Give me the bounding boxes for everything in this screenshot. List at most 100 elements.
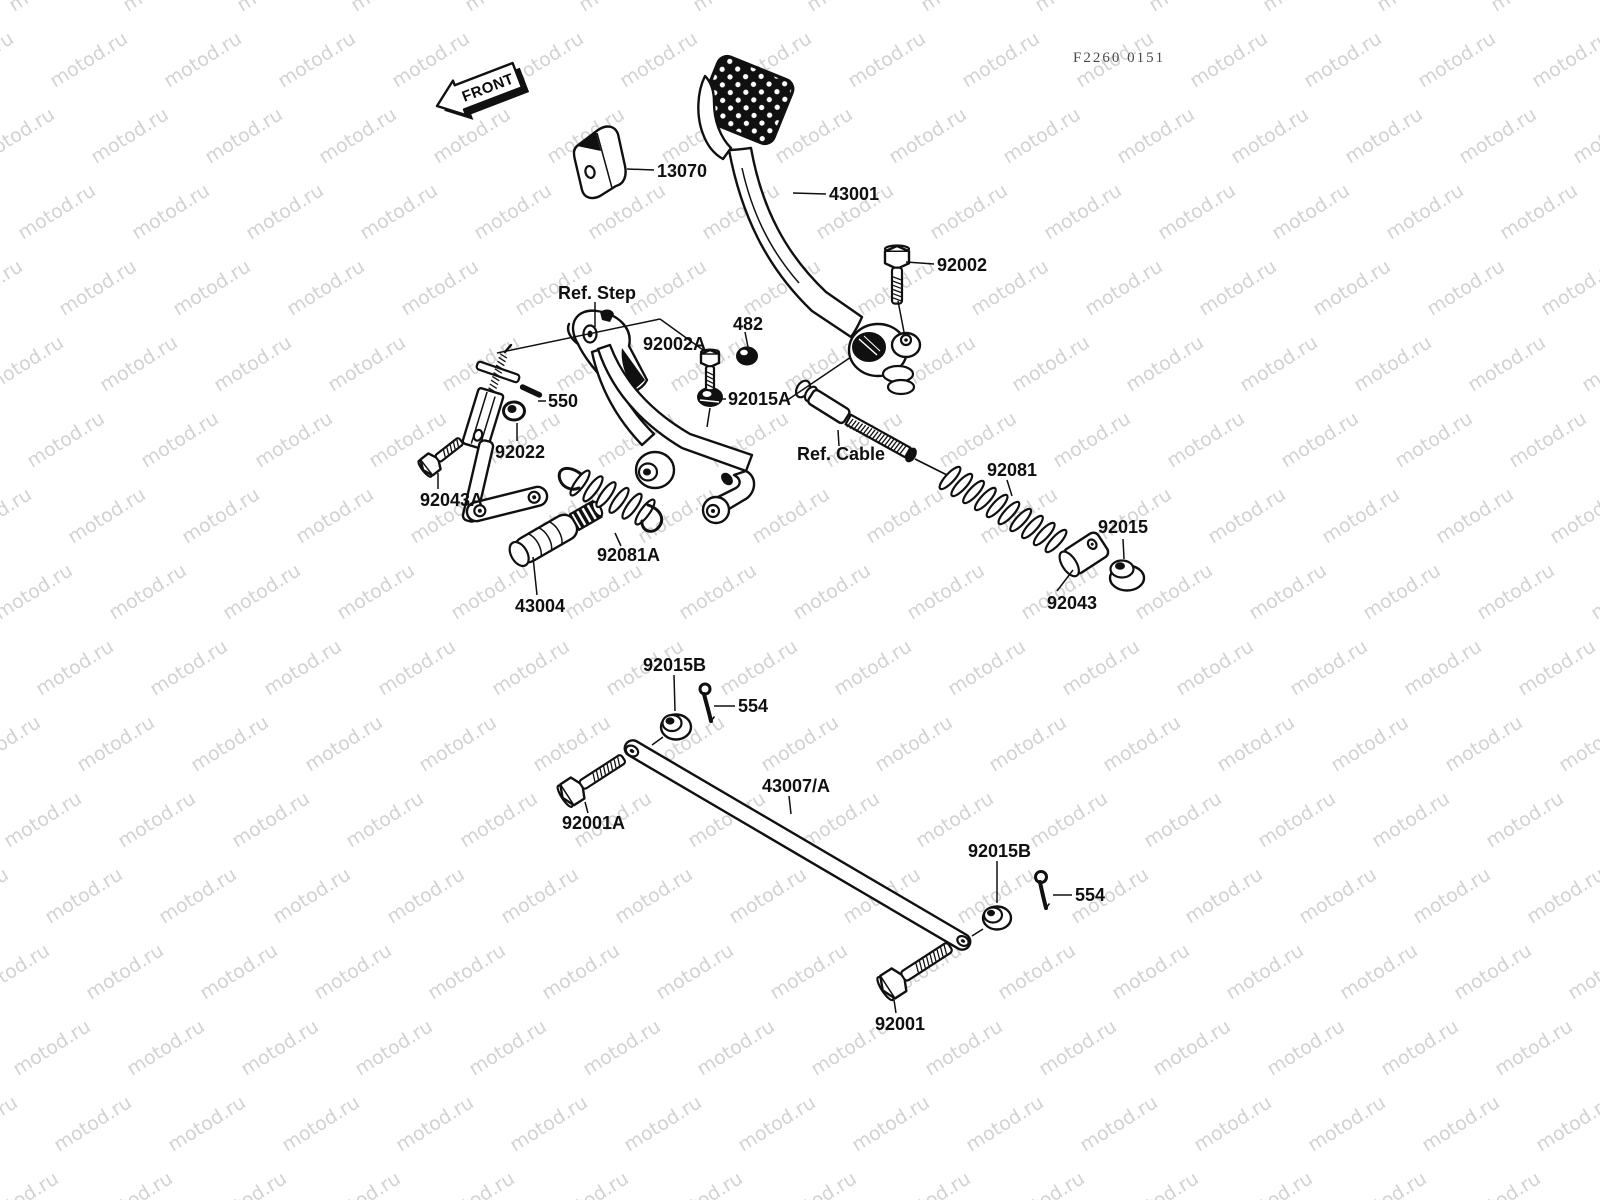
watermark-text: motod.ru [625, 255, 711, 320]
watermark-text: motod.ru [757, 711, 843, 776]
watermark-text: motod.ru [1017, 559, 1103, 624]
watermark-text: motod.ru [1035, 1015, 1121, 1080]
watermark-text: motod.ru [766, 939, 852, 1004]
watermark-text: motod.ru [1304, 1091, 1390, 1156]
watermark-text: motod.ru [547, 1167, 633, 1200]
bolt-92043a [417, 437, 464, 478]
watermark-text: motod.ru [1555, 711, 1600, 776]
watermark-text: motod.ru [1254, 787, 1340, 852]
watermark-text: motod.ru [1190, 1091, 1276, 1156]
watermark-text: motod.ru [921, 1015, 1007, 1080]
watermark-text: motod.ru [1505, 407, 1591, 472]
watermark-text: motod.ru [885, 103, 971, 168]
watermark-text: motod.ru [1391, 407, 1477, 472]
watermark-text: motod.ru [1204, 483, 1290, 548]
watermark-text: motod.ru [342, 787, 428, 852]
watermark-text: motod.ru [1286, 635, 1372, 700]
watermark-text: motod.ru [994, 939, 1080, 1004]
watermark-text: motod.ru [748, 483, 834, 548]
watermark-text: motod.ru [374, 635, 460, 700]
cable-body [807, 388, 851, 425]
pedal-arm [727, 146, 864, 339]
watermark-text: motod.ru [1596, 787, 1600, 852]
leader-lines [437, 168, 1125, 1014]
watermark-text: motod.ru [1049, 407, 1135, 472]
label-ref-step: Ref. Step [558, 283, 636, 303]
watermark-text: motod.ru [579, 1015, 665, 1080]
label-13070: 13070 [657, 161, 707, 181]
watermark-text: motod.ru [55, 255, 141, 320]
watermark-text: motod.ru [470, 179, 556, 244]
watermark-text: motod.ru [1163, 407, 1249, 472]
rod-43007 [623, 739, 972, 951]
watermark-text: motod.ru [1172, 635, 1258, 700]
watermark-text: motod.ru [616, 27, 702, 92]
watermark-text: motod.ru [0, 27, 18, 92]
watermark-text: motod.ru [611, 863, 697, 928]
watermark-text: motod.ru [999, 103, 1085, 168]
watermark-text: motod.ru [652, 939, 738, 1004]
watermark-text: motod.ru [889, 1167, 975, 1200]
label-550: 550 [548, 391, 578, 411]
watermark-text: motod.ru [315, 103, 401, 168]
watermark-text: motod.ru [1026, 787, 1112, 852]
shaft-43004 [508, 500, 604, 568]
watermark-text: motod.ru [160, 27, 246, 92]
label-92001: 92001 [875, 1014, 925, 1034]
watermark-text: motod.ru [461, 0, 547, 16]
watermark-text: motod.ru [1259, 0, 1345, 16]
watermark-text: motod.ru [1546, 483, 1600, 548]
watermark-text: motod.ru [1350, 331, 1436, 396]
watermark-text: motod.ru [1373, 0, 1459, 16]
watermark-text: motod.ru [1514, 635, 1600, 700]
watermark-text: motod.ru [1003, 1167, 1089, 1200]
watermark-text: motod.ru [1327, 711, 1413, 776]
watermark-text: motod.ru [155, 863, 241, 928]
watermark-text: motod.ru [1031, 0, 1117, 16]
pivot-hardware [697, 346, 758, 407]
watermark-text: motod.ru [219, 559, 305, 624]
watermark-text: motod.ru [661, 1167, 747, 1200]
label-554-upper: 554 [738, 696, 768, 716]
watermark-text: motod.ru [0, 103, 59, 168]
watermark-text: motod.ru [356, 179, 442, 244]
cable-wire [914, 458, 948, 476]
watermark-text: motod.ru [575, 0, 661, 16]
watermark-text: motod.ru [1277, 407, 1363, 472]
watermark-text: motod.ru [1145, 0, 1231, 16]
label-482: 482 [733, 314, 763, 334]
watermark-text: motod.ru [1341, 103, 1427, 168]
watermark-text: motod.ru [1359, 559, 1445, 624]
bushing-92043 [1058, 531, 1110, 578]
watermark-text: motod.ru [0, 711, 45, 776]
watermark-text: motod.ru [210, 331, 296, 396]
watermark-text: motod.ru [0, 483, 36, 548]
watermark-text: motod.ru [415, 711, 501, 776]
watermark-text: motod.ru [397, 255, 483, 320]
cable-assembly [488, 353, 1146, 592]
watermark-text: motod.ru [41, 863, 127, 928]
watermark-text: motod.ru [1081, 255, 1167, 320]
watermark-text: motod.ru [383, 863, 469, 928]
watermark-text: motod.ru [1537, 255, 1600, 320]
watermark-text: motod.ru [201, 103, 287, 168]
watermark-text: motod.ru [775, 1167, 861, 1200]
watermark-text: motod.ru [538, 939, 624, 1004]
watermark-text: motod.ru [1295, 863, 1381, 928]
watermark-text: motod.ru [310, 939, 396, 1004]
label-43007: 43007/A [762, 776, 830, 796]
collar-92015b-lower [981, 905, 1013, 931]
watermark-text: motod.ru [561, 559, 647, 624]
watermark-text: motod.ru [91, 1167, 177, 1200]
watermark-text: motod.ru [1263, 1015, 1349, 1080]
watermark-text: motod.ru [82, 939, 168, 1004]
label-92015b-lower: 92015B [968, 841, 1031, 861]
watermark-text: motod.ru [233, 0, 319, 16]
watermark-text: motod.ru [1131, 559, 1217, 624]
watermark-text: motod.ru [830, 635, 916, 700]
watermark-text: motod.ru [347, 0, 433, 16]
watermark-text: motod.ru [871, 711, 957, 776]
watermark-text: motod.ru [0, 1167, 63, 1200]
watermark-text: motod.ru [1532, 1091, 1600, 1156]
